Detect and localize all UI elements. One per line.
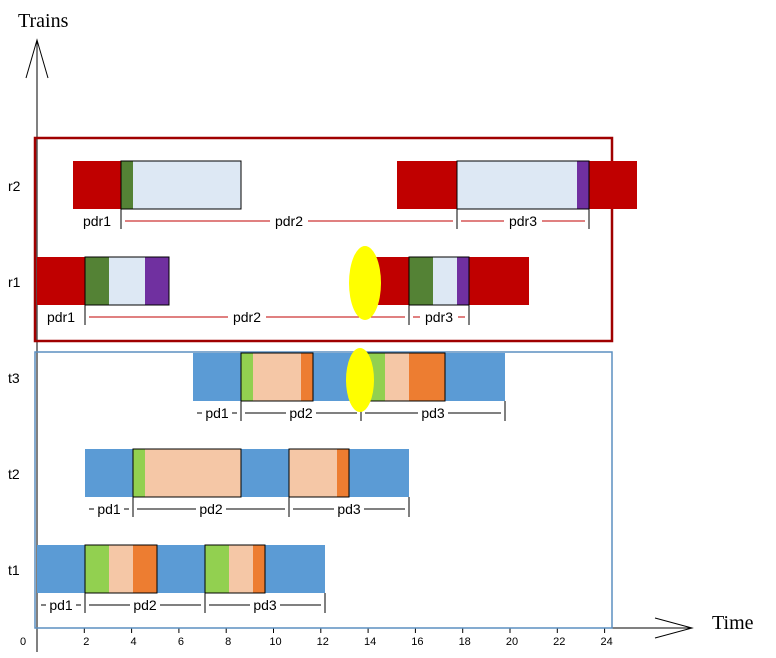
activity-outline	[132, 448, 242, 498]
activity-outline	[120, 160, 242, 210]
conflict-marker-upper	[349, 246, 381, 320]
activity-outline	[204, 544, 266, 594]
segment-blue	[157, 545, 205, 593]
segment-lightblue	[133, 161, 241, 209]
phase-label: pd1	[97, 501, 121, 517]
phase-label: pd3	[421, 405, 445, 421]
segment-peach	[145, 449, 241, 497]
y-axis-title: Trains	[18, 10, 69, 32]
activity-outline	[456, 160, 590, 210]
segment-peach	[289, 449, 337, 497]
row-label: t1	[8, 562, 20, 578]
activity-outline	[408, 256, 470, 306]
segment-orange	[409, 353, 445, 401]
row-t3: t3 pd1 pd2 pd3	[8, 352, 506, 421]
x-axis-title: Time	[712, 612, 754, 634]
y-axis-arrow	[25, 38, 49, 79]
x-tick-label: 2	[83, 636, 89, 648]
row-label: t3	[8, 370, 20, 386]
segment-blue	[85, 449, 133, 497]
segment-red	[589, 161, 637, 209]
segment-blue	[37, 545, 85, 593]
segment-lightgreen	[133, 449, 145, 497]
activity-outline	[240, 352, 314, 402]
x-tick-label: 18	[459, 636, 471, 648]
x-tick-label: 16	[411, 636, 423, 648]
x-tick-label: 4	[131, 636, 137, 648]
train-group-box	[34, 351, 613, 629]
segment-orange	[337, 449, 349, 497]
phase-label: pd3	[253, 597, 277, 613]
segment-darkgreen	[85, 257, 109, 305]
x-tick-label: 12	[317, 636, 329, 648]
resource-group-box	[33, 136, 614, 343]
activity-outline	[288, 448, 350, 498]
activity-outline	[84, 544, 158, 594]
row-r2: r2 pdr1 pdr2 pdr3	[8, 160, 637, 229]
segment-lightblue	[433, 257, 457, 305]
row-t1: t1 pd1 pd2 pd3	[8, 544, 326, 613]
row-label: r1	[8, 274, 21, 290]
segment-blue	[445, 353, 505, 401]
segment-orange	[301, 353, 313, 401]
segment-red	[469, 257, 529, 305]
segment-purple	[145, 257, 169, 305]
x-tick-label: 6	[178, 636, 184, 648]
phase-label: pdr3	[509, 213, 537, 229]
segment-blue	[241, 449, 289, 497]
x-tick-label: 0	[20, 636, 26, 648]
x-tick-label: 22	[553, 636, 565, 648]
segment-lightgreen	[85, 545, 109, 593]
segment-red	[73, 161, 121, 209]
phase-label: pd2	[133, 597, 157, 613]
phase-label: pd2	[289, 405, 313, 421]
row-label: t2	[8, 466, 20, 482]
conflict-marker-lower	[346, 348, 374, 412]
phase-label: pd1	[205, 405, 229, 421]
segment-lightblue	[109, 257, 145, 305]
phase-label: pdr1	[47, 309, 75, 325]
x-tick-label: 10	[269, 636, 281, 648]
x-axis-arrow	[654, 617, 694, 639]
activity-outline	[84, 256, 170, 306]
x-tick-label: 24	[600, 636, 612, 648]
phase-label: pd1	[49, 597, 73, 613]
segment-darkgreen	[409, 257, 433, 305]
segment-purple	[577, 161, 589, 209]
segment-peach	[109, 545, 133, 593]
segment-lightgreen	[205, 545, 229, 593]
row-label: r2	[8, 178, 21, 194]
segment-blue	[265, 545, 325, 593]
phase-label: pdr2	[275, 213, 303, 229]
x-tick-label: 20	[506, 636, 518, 648]
segment-red	[37, 257, 85, 305]
segment-purple	[457, 257, 469, 305]
phase-label: pdr1	[83, 213, 111, 229]
segment-peach	[229, 545, 253, 593]
segment-peach	[253, 353, 301, 401]
segment-blue	[193, 353, 241, 401]
x-tick-label: 8	[225, 636, 231, 648]
segment-lightgreen	[241, 353, 253, 401]
phase-label: pd2	[199, 501, 223, 517]
segment-orange	[253, 545, 265, 593]
phase-label: pd3	[337, 501, 361, 517]
phase-label: pdr3	[425, 309, 453, 325]
phase-label: pdr2	[233, 309, 261, 325]
segment-lightblue	[457, 161, 577, 209]
segment-blue	[349, 449, 409, 497]
segment-peach	[385, 353, 409, 401]
x-tick-label: 14	[364, 636, 376, 648]
row-t2: t2 pd1 pd2 pd3	[8, 448, 410, 517]
row-r1: r1 pdr1 pdr2 pdr3	[8, 256, 529, 325]
segment-red	[397, 161, 457, 209]
segment-darkgreen	[121, 161, 133, 209]
segment-orange	[133, 545, 157, 593]
